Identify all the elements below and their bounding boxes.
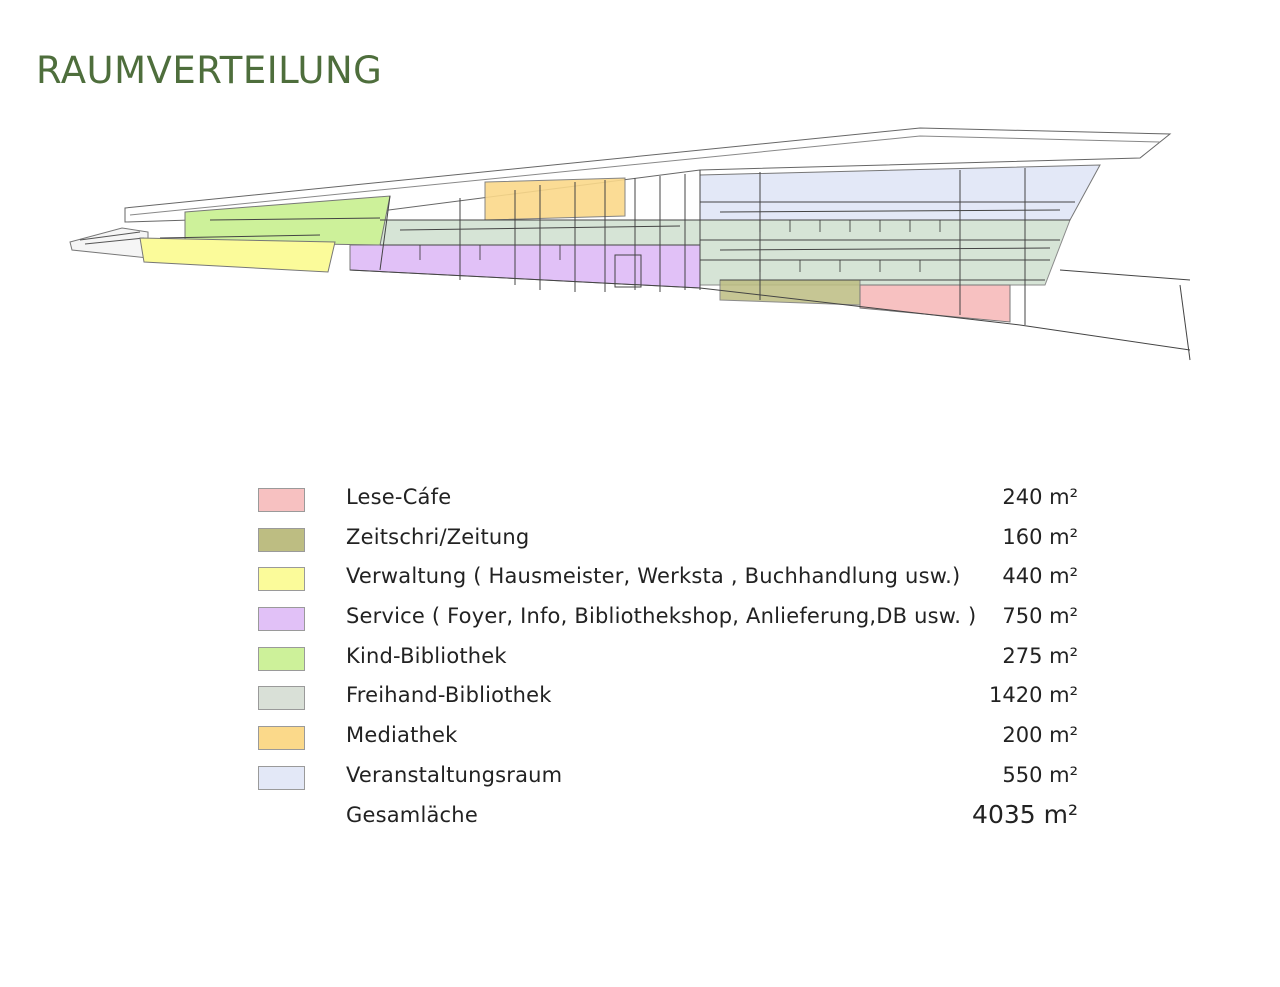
legend-label: Lese-Cáfe [346,485,452,509]
legend-row-lese-cafe: Lese-Cáfe 240 m² [256,480,1086,520]
legend-area: 750 m² [1002,604,1078,629]
legend: Lese-Cáfe 240 m² Zeitschri/Zeitung 160 m… [256,480,1086,837]
legend-area: 160 m² [1002,524,1078,549]
legend-swatch-service [258,607,305,632]
legend-label: Veranstaltungsraum [346,762,563,787]
legend-row-veranstaltungsraum: Veranstaltungsraum 550 m² [256,758,1086,798]
legend-label: Verwaltung ( Hausmeister, Werksta , Buch… [346,564,961,589]
legend-label: Kind-Bibliothek [346,643,507,668]
legend-swatch-veranstaltungsraum [258,765,305,790]
zone-service [349,244,701,289]
legend-row-verwaltung: Verwaltung ( Hausmeister, Werksta , Buch… [256,559,1086,599]
total-area: 4035 m² [972,799,1078,829]
legend-area: 1420 m² [989,683,1078,708]
legend-swatch-lese-cafe [258,488,305,512]
legend-area: 275 m² [1002,643,1078,668]
legend-row-total: Gesamläche 4035 m² [256,798,1086,838]
building-section-drawing [69,127,1191,361]
legend-label: Service ( Foyer, Info, Bibliothekshop, A… [346,604,977,629]
legend-swatch-verwaltung [258,567,305,592]
legend-row-service: Service ( Foyer, Info, Bibliothekshop, A… [256,599,1086,639]
legend-area: 240 m² [1002,485,1078,509]
legend-swatch-zeitschrift [258,527,305,552]
legend-area: 550 m² [1002,762,1078,787]
legend-swatch-kind-bibliothek [258,646,305,671]
total-label: Gesamläche [346,802,478,827]
legend-row-mediathek: Mediathek 200 m² [256,718,1086,758]
legend-row-zeitschrift: Zeitschri/Zeitung 160 m² [256,520,1086,560]
legend-row-freihand-bibliothek: Freihand-Bibliothek 1420 m² [256,678,1086,718]
zone-mediathek [484,177,626,221]
legend-row-kind-bibliothek: Kind-Bibliothek 275 m² [256,639,1086,679]
legend-label: Freihand-Bibliothek [346,683,552,708]
zone-kind-bibliothek [184,195,391,246]
legend-swatch-mediathek [258,726,305,751]
legend-area: 200 m² [1002,723,1078,748]
legend-swatch-freihand-bibliothek [258,686,305,711]
zone-lese-cafe [859,284,1011,323]
legend-label: Mediathek [346,723,458,748]
page-title: RAUMVERTEILUNG [36,49,383,92]
legend-area: 440 m² [1002,564,1078,589]
zone-verwaltung [139,237,336,273]
legend-label: Zeitschri/Zeitung [346,524,530,549]
